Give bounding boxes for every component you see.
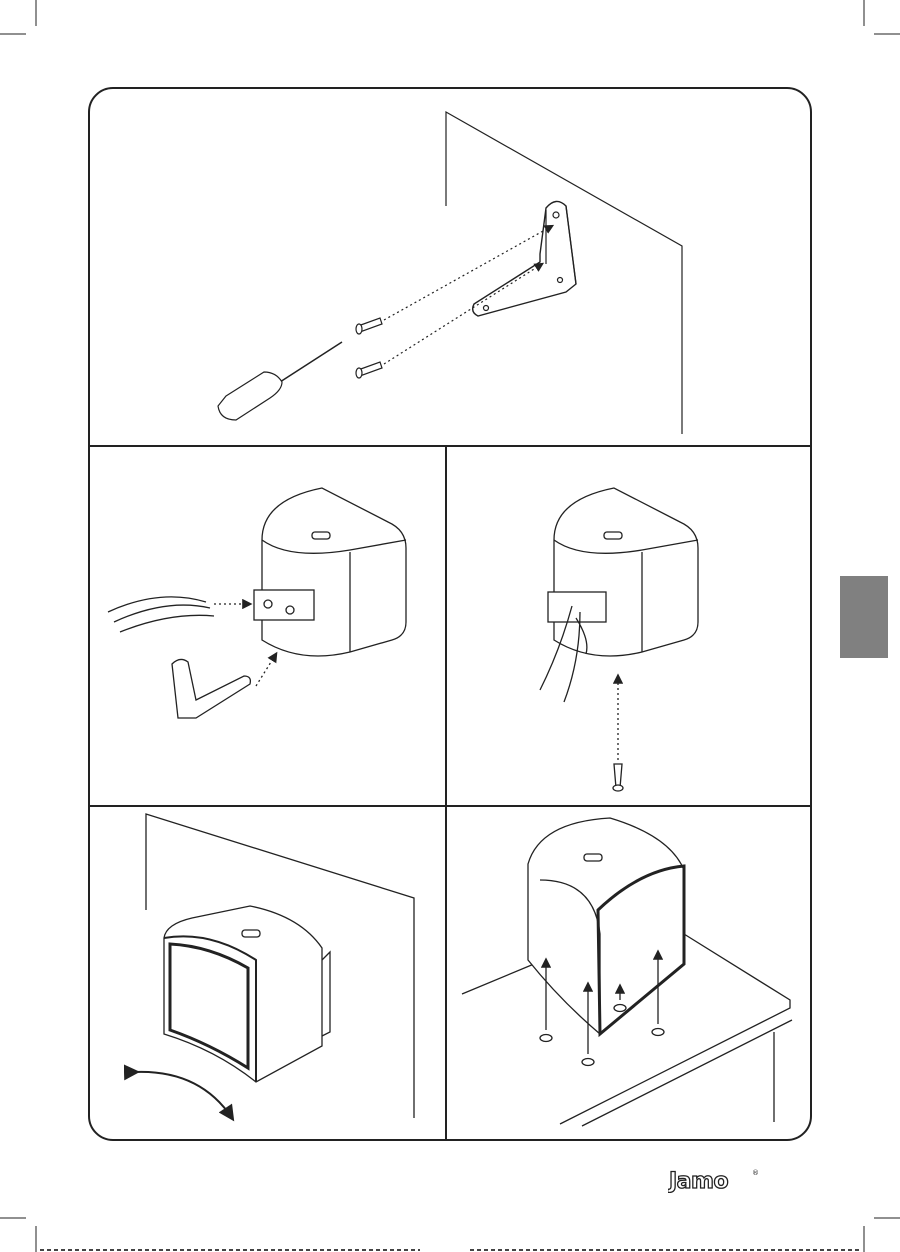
bracket-part (322, 952, 330, 1036)
jamo-logo-text: Jamo (668, 1169, 728, 1193)
panel-step-3 (540, 488, 698, 791)
screwdriver-icon (218, 342, 342, 420)
speaker-cable (108, 597, 214, 632)
speaker-body (262, 488, 406, 656)
swivel-arrow (136, 1072, 232, 1118)
bracket-arrow (256, 654, 276, 686)
side-tab (840, 576, 888, 658)
jamo-logo: Jamo ® (668, 1167, 758, 1193)
screw-icon (356, 362, 382, 378)
registered-mark: ® (752, 1169, 758, 1177)
panel-step-4 (136, 814, 414, 1118)
panel-step-5 (462, 818, 792, 1126)
speaker-body (164, 906, 322, 1082)
screw-icon (613, 764, 623, 791)
terminal-plate (254, 590, 314, 620)
bracket-part (172, 659, 250, 718)
panel-step-2 (108, 488, 406, 718)
wall-bracket-illustration (473, 201, 576, 316)
screw-icon (356, 318, 382, 334)
speaker-body (554, 488, 698, 656)
panel-step-1 (218, 112, 682, 434)
speaker-body (528, 818, 684, 1034)
